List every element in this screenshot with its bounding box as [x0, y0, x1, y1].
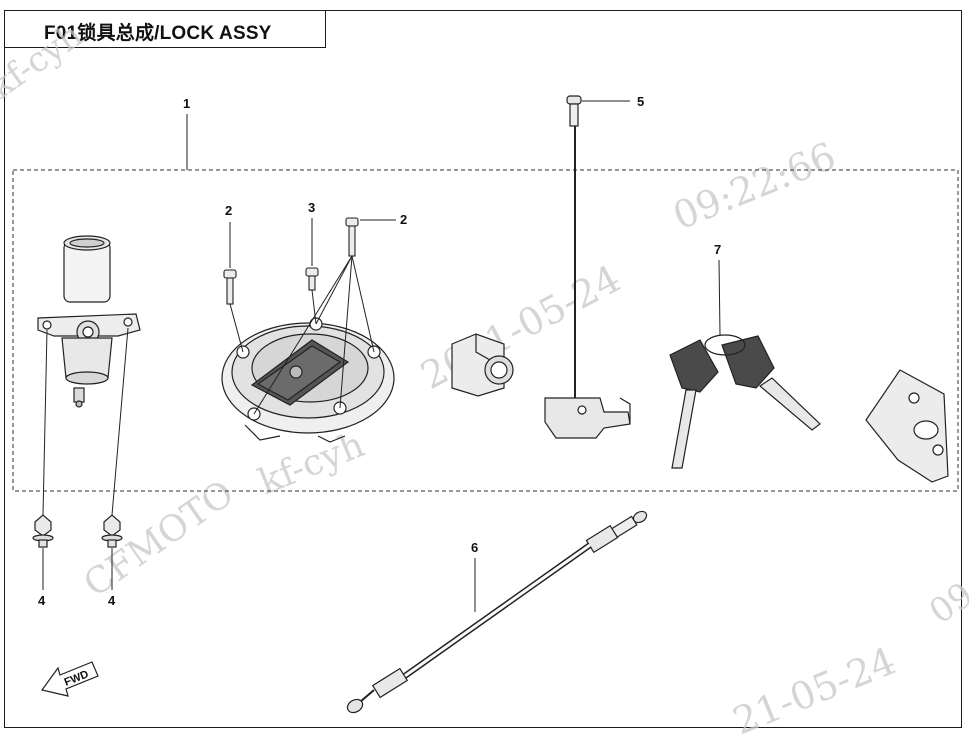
bracket-part	[865, 369, 949, 483]
watermark-text: CFMOTO	[77, 473, 242, 605]
callout-label: 2	[400, 212, 407, 227]
callout-label: 7	[714, 242, 721, 257]
callout-3: 3	[308, 200, 317, 325]
latch-rod-part	[544, 95, 631, 439]
callout-2a: 2	[225, 203, 244, 353]
ignition-switch-part	[37, 235, 141, 408]
bolt-part	[32, 514, 123, 548]
screw-part	[223, 217, 359, 305]
leader-line	[111, 327, 129, 516]
seat-lock-part	[451, 333, 514, 397]
page-title: F01锁具总成/LOCK ASSY	[44, 23, 272, 44]
callout-7: 7	[714, 242, 721, 336]
callout-2b: 2	[253, 212, 407, 415]
callout-label: 3	[308, 200, 315, 215]
callout-label: 1	[183, 96, 190, 111]
watermark-text: 09	[922, 575, 969, 633]
title-box	[4, 10, 326, 48]
seat-cable-part	[346, 510, 648, 714]
callout-4b: 4	[108, 548, 116, 608]
watermark-text: 2021-05-24	[414, 256, 628, 398]
assembly-boundary	[12, 169, 959, 492]
drawing-frame	[4, 10, 962, 728]
leader-line	[42, 329, 48, 516]
watermark-text: 21-05-24	[727, 639, 902, 736]
callout-label: 4	[108, 593, 116, 608]
forward-direction-arrow: FWD	[40, 661, 99, 697]
watermark-text: 09:22:66	[667, 134, 842, 239]
callout-label: 6	[471, 540, 478, 555]
callout-4a: 4	[38, 548, 46, 608]
forward-label: FWD	[63, 668, 91, 689]
keys-part	[669, 334, 821, 469]
callout-5: 5	[574, 94, 644, 150]
callout-label: 2	[225, 203, 232, 218]
fuel-cap-part	[221, 317, 395, 443]
watermark-text: kf-cyh	[0, 15, 90, 107]
callout-6: 6	[471, 540, 478, 612]
callout-label: 5	[637, 94, 644, 109]
callout-1: 1	[183, 96, 190, 170]
callout-label: 4	[38, 593, 46, 608]
